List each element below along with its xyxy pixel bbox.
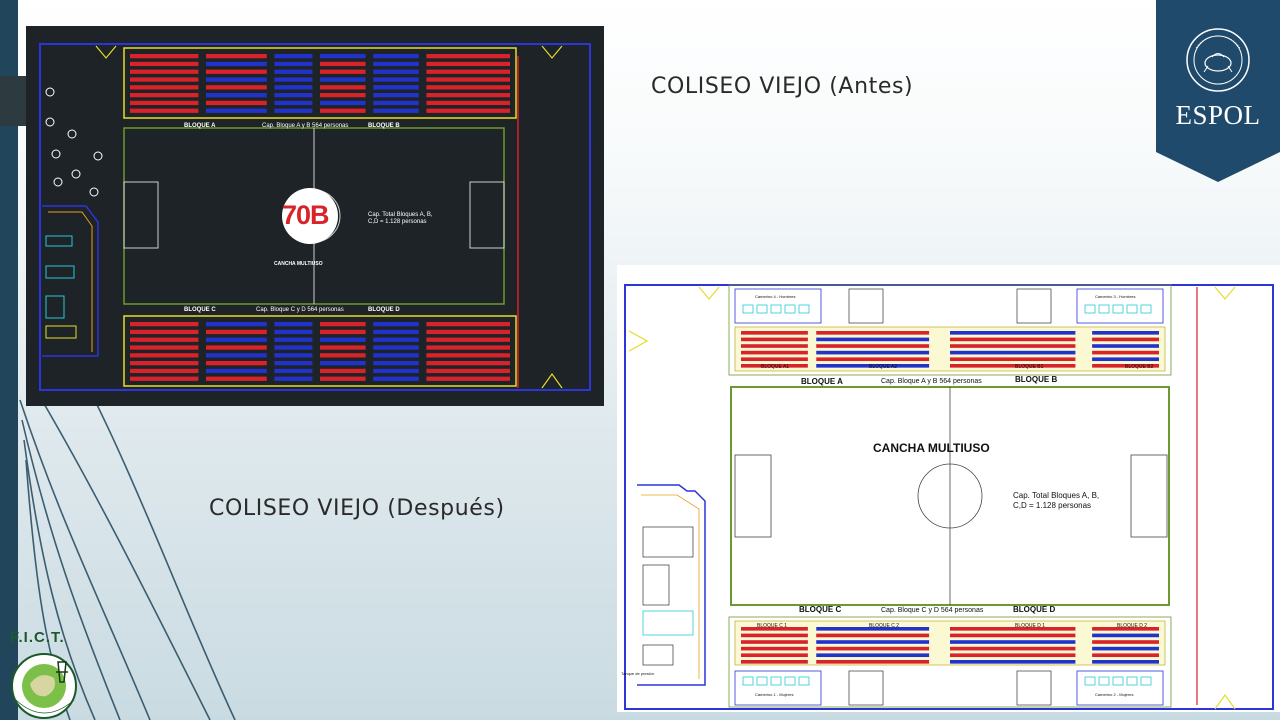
antes-block-a: BLOQUE A	[184, 123, 216, 129]
espol-label: ESPOL	[1175, 100, 1261, 130]
despues-block-b: BLOQUE B	[1015, 375, 1058, 384]
despues-block-c: BLOQUE C	[799, 605, 842, 614]
espol-shield-icon	[1156, 0, 1280, 182]
despues-sub-c1: BLOQUE C 1	[757, 623, 788, 629]
espol-logo: ESPOL	[1156, 0, 1280, 182]
despues-total-cap-2: C,D = 1.128 personas	[1013, 501, 1092, 510]
tab-block	[0, 76, 26, 126]
despues-sub-b2: BLOQUE B2	[1125, 364, 1154, 370]
despues-locker-4: Camerino 4 - Hombres	[755, 294, 796, 299]
despues-cap-ab: Cap. Bloque A y B 564 personas	[881, 378, 982, 385]
fict-label: F.I.C.T.	[10, 629, 65, 646]
antes-cap-bottom: Cap. Bloque C y D 564 personas	[256, 307, 344, 313]
despues-total-cap-1: Cap. Total Bloques A, B,	[1013, 491, 1100, 500]
fict-logo: F.I.C.T.	[0, 626, 90, 720]
plan-despues: CANCHA MULTIUSO Cap. Total Bloques A, B,…	[617, 265, 1280, 712]
despues-sub-b1: BLOQUE B1	[1015, 364, 1044, 370]
antes-block-d: BLOQUE D	[368, 307, 400, 313]
despues-sub-c2: BLOQUE C 2	[869, 623, 900, 629]
antes-total-cap-1: Cap. Total Bloques A, B,	[368, 212, 433, 218]
despues-sub-d2: BLOQUE D 2	[1117, 623, 1148, 629]
antes-block-c: BLOQUE C	[184, 307, 216, 313]
despues-locker-2: Camerino 2 - Mujeres	[1095, 692, 1134, 697]
despues-block-a: BLOQUE A	[801, 377, 843, 386]
despues-sub-a2: BLOQUE A2	[869, 364, 898, 370]
antes-total-cap-2: C,D = 1.128 personas	[368, 219, 427, 225]
despues-court-label: CANCHA MULTIUSO	[873, 441, 990, 455]
plan-despues-drawing	[617, 265, 1280, 712]
title-antes: COLISEO VIEJO (Antes)	[651, 74, 914, 99]
despues-locker-1: Camerino 1 - Mujeres	[755, 692, 794, 697]
despues-block-d: BLOQUE D	[1013, 605, 1056, 614]
title-despues: COLISEO VIEJO (Después)	[209, 496, 505, 521]
antes-cap-top: Cap. Bloque A y B 564 personas	[262, 123, 349, 129]
fict-emblem-icon	[11, 653, 77, 719]
plan-antes: 70B BLOQUE A Cap. Bloque A y B 564 perso…	[26, 26, 604, 406]
plan-antes-drawing	[26, 26, 604, 406]
antes-block-b: BLOQUE B	[368, 123, 400, 129]
despues-cap-cd: Cap. Bloque C y D 564 personas	[881, 607, 984, 614]
despues-tank-label: Tanque de presión	[621, 671, 654, 676]
antes-stamp: 70B	[282, 200, 330, 230]
despues-sub-a1: BLOQUE A1	[761, 364, 790, 370]
despues-sub-d1: BLOQUE D 1	[1015, 623, 1046, 629]
left-accent-bar	[0, 0, 18, 720]
despues-locker-3: Camerino 3 - Hombres	[1095, 294, 1136, 299]
antes-court-label: CANCHA MULTIUSO	[274, 261, 323, 267]
